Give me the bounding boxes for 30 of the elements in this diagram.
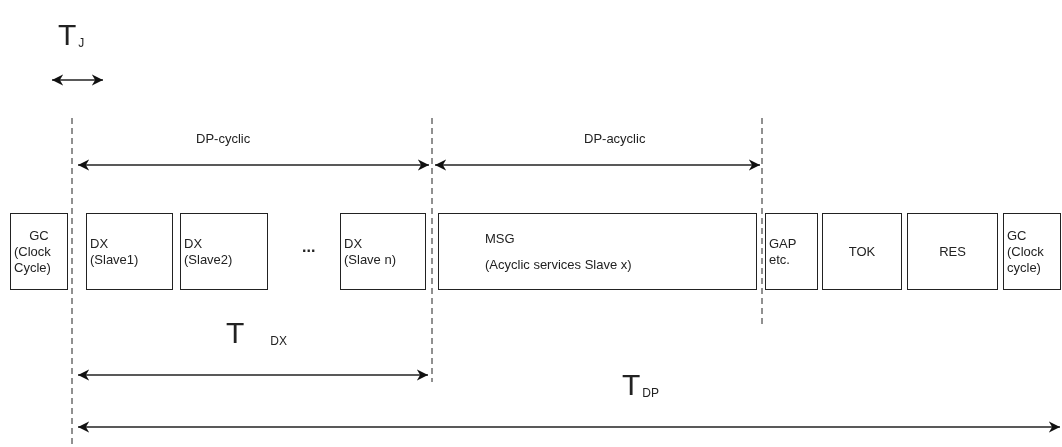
frame-description: (Slave2): [184, 251, 234, 268]
frame-box: [438, 213, 757, 290]
frame-box: [86, 213, 173, 290]
frame-name: MSG: [485, 229, 516, 248]
frame-description: (Slave n): [344, 251, 398, 268]
frame-name: GC: [29, 227, 49, 244]
frame-name: DX: [344, 235, 364, 252]
frame-description: (Clock cycle): [1007, 243, 1045, 276]
time-symbol: T$_{DP}$: [622, 368, 659, 402]
frame-description: (Slave1): [90, 251, 140, 268]
frame-name: DX: [90, 235, 110, 252]
frame-box: [822, 213, 902, 290]
frame-name: GAP etc.: [769, 235, 798, 268]
frame-box: [1003, 213, 1061, 290]
frame-description: (Clock Cycle): [14, 243, 52, 276]
frame-description: (Acyclic services Slave x): [485, 255, 633, 274]
span-label: DP-cyclic: [196, 131, 251, 146]
frame-name: TOK: [848, 243, 876, 260]
frame-box: [340, 213, 426, 290]
frame-name: DX: [184, 235, 204, 252]
frame-box: [10, 213, 68, 290]
span-label: DP-acyclic: [584, 131, 646, 146]
frame-name: GC: [1007, 227, 1028, 244]
time-symbol: T$_{J}$: [58, 18, 85, 52]
frame-box: [180, 213, 268, 290]
time-symbol: T$_{DX}$: [226, 316, 287, 350]
frame-box: [765, 213, 818, 290]
ellipsis: ...: [302, 238, 316, 256]
frame-name: RES: [939, 243, 966, 260]
frame-box: [907, 213, 998, 290]
